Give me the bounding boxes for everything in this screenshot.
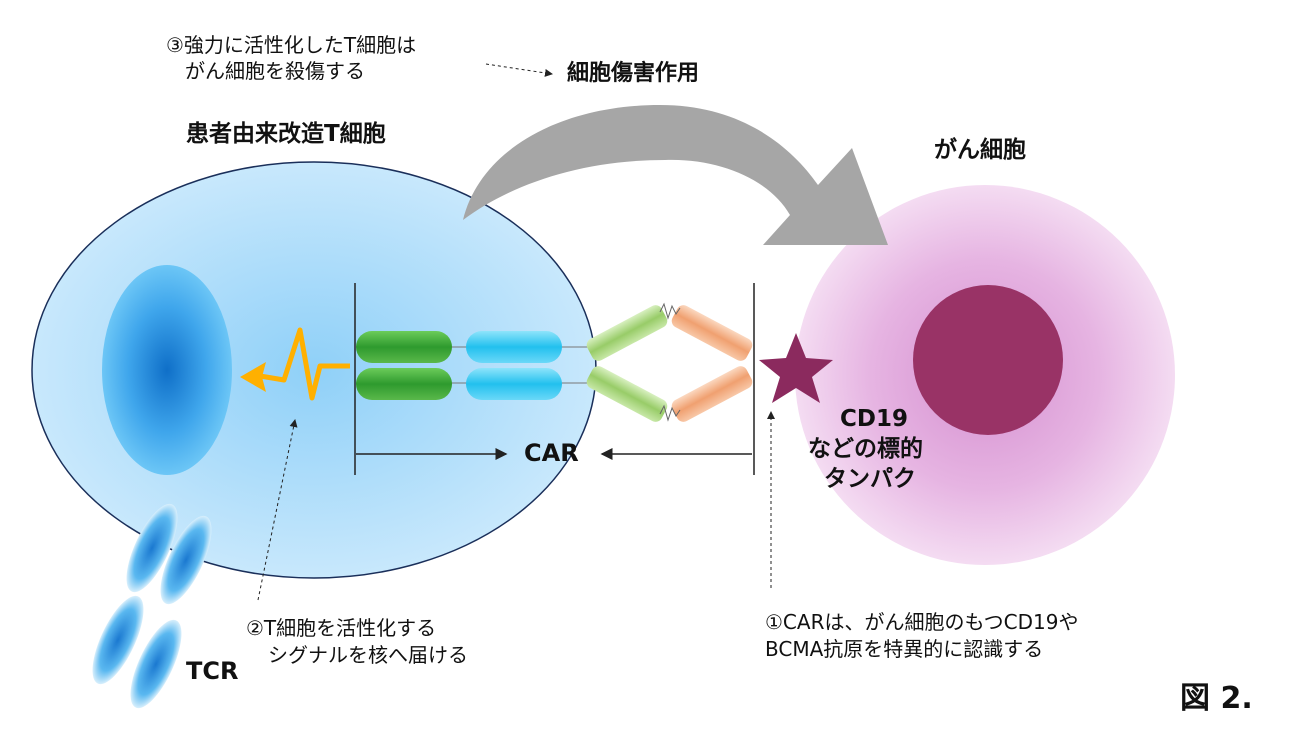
pointer-step3 <box>485 63 553 77</box>
scfv-domain-upper-green <box>586 305 668 361</box>
star-icon <box>759 333 833 403</box>
tcr-receptor <box>92 503 212 709</box>
target-label-line3: タンパク <box>824 466 916 492</box>
car-signaling-domain <box>356 368 452 400</box>
t-cell-nucleus <box>102 265 232 475</box>
step3-text-line1: ③強力に活性化したT細胞は <box>166 33 417 57</box>
cytotoxicity-label: 細胞傷害作用 <box>567 61 700 86</box>
t-cell-label: 患者由来改造T細胞 <box>186 121 386 147</box>
step1-text-line1: ①CARは、がん細胞のもつCD19や <box>765 610 1079 634</box>
lightning-signal-icon <box>259 327 350 401</box>
step2-text-line2: シグナルを核へ届ける <box>268 643 468 667</box>
curved-arrow-icon <box>463 105 888 245</box>
scfv-domain-upper-salmon <box>671 305 753 361</box>
scfv-domain-lower-salmon <box>671 366 753 422</box>
scfv-linker <box>659 302 681 320</box>
scfv-linker <box>659 404 681 422</box>
target-label-line1: CD19 <box>840 406 908 432</box>
figure-number: 図 2. <box>1180 681 1253 716</box>
car-costim-domain <box>466 368 562 400</box>
step1-text-line2: BCMA抗原を特異的に認識する <box>765 637 1044 661</box>
signal-arrowhead <box>240 362 266 392</box>
cancer-cell-nucleus <box>913 285 1063 435</box>
step2-text-line1: ②T細胞を活性化する <box>246 616 437 640</box>
target-label-line2: などの標的 <box>808 436 923 462</box>
car-costim-domain <box>466 331 562 363</box>
cancer-cell-label: がん細胞 <box>934 137 1026 163</box>
car-label: CAR <box>524 439 579 467</box>
car-signaling-domain <box>356 331 452 363</box>
scfv-domain-lower-green <box>586 366 668 422</box>
step3-text-line2: がん細胞を殺傷する <box>185 59 365 83</box>
pointer-step2 <box>257 419 298 601</box>
tcr-label: TCR <box>186 657 239 685</box>
